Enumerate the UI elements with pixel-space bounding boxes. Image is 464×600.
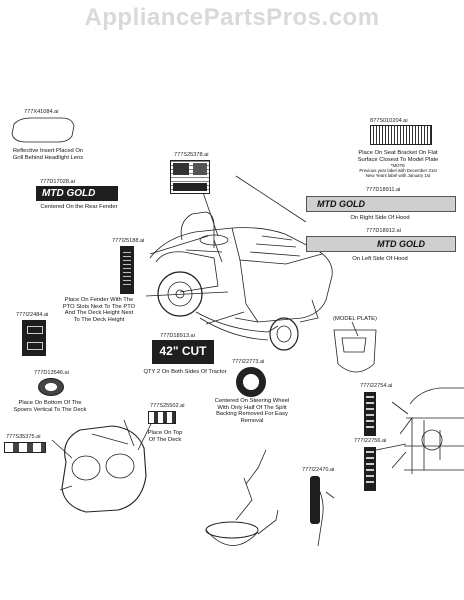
deck-top-decal xyxy=(148,411,176,424)
tractor-rear-view xyxy=(375,387,464,474)
caption-line: QTY 2 On Both Sides Of Tractor xyxy=(143,369,227,375)
reflective-insert-shape xyxy=(11,117,75,143)
caption-line: Place On Seat Bracket On Flat xyxy=(358,150,438,156)
mtd-gold-decal-rear-fender: MTD GOLD xyxy=(36,186,118,201)
caption-small-print: New Years label with January 1st xyxy=(365,173,431,179)
caption-line: And The Deck Height Next xyxy=(64,310,134,317)
part-number-777I22484: 777I22484.ai xyxy=(16,312,49,318)
part-number-777S25378: 777S25378.ai xyxy=(174,152,209,158)
caption-fender-pto: Place On Fender With The PTO Slots Next … xyxy=(38,297,160,323)
part-number-777S35375: 777S35375.ai xyxy=(6,434,41,440)
part-number-777I22754: 777I22754.ai xyxy=(360,383,393,389)
caption-line: Spoers Vertical To The Deck xyxy=(13,406,87,413)
mower-deck-illustration xyxy=(51,417,155,513)
watermark: AppliancePartsPros.com xyxy=(84,4,380,31)
caption-line: (MODEL PLATE) xyxy=(333,316,377,322)
logo-text: MTD GOLD xyxy=(317,199,365,209)
caption-small-print: Previous year label with December 31st xyxy=(359,168,437,174)
caption-right-hood: On Right Side Of Hood xyxy=(330,215,430,222)
mtd-gold-decal-left-hood: MTD GOLD xyxy=(306,236,456,252)
part-number-777I25188: 777I25188.ai xyxy=(112,238,145,244)
part-number-777I22773: 777I22773.ai xyxy=(232,359,265,365)
caption-line: To The Deck Height xyxy=(73,316,125,323)
decal-graphic xyxy=(27,326,43,334)
part-number-777D18912: 777D18912.ai xyxy=(366,228,401,234)
caption-line: On Left Side Of Hood xyxy=(352,256,408,262)
logo-text: MTD GOLD xyxy=(42,188,96,199)
part-number-777D18913: 777D18913.ai xyxy=(160,333,195,339)
caption-seat-bracket: Place On Seat Bracket On Flat Surface Cl… xyxy=(338,150,458,178)
caption-line: On Right Side Of Hood xyxy=(350,215,410,221)
caption-line: PTO Slots Next To The PTO xyxy=(62,303,136,310)
caption-model-plate: (MODEL PLATE) xyxy=(320,316,390,323)
caption-small-print: *MOTE xyxy=(390,163,406,169)
steering-wheel-illustration xyxy=(205,449,279,546)
leader-line xyxy=(205,311,245,325)
caption-line: Of The Deck xyxy=(148,436,182,443)
caption-deck-top: Place On Top Of The Deck xyxy=(140,430,190,443)
part-number-777D17028: 777D17028.ai xyxy=(40,179,75,185)
warning-pictogram xyxy=(173,163,189,175)
date-code-decal xyxy=(370,125,432,145)
leader-line xyxy=(149,235,209,255)
part-number-877S010204: 877S010204.ai xyxy=(370,118,408,124)
caption-line: Removal xyxy=(240,417,264,424)
part-number-777I22756: 777I22756.ai xyxy=(354,438,387,444)
caption-line: Place On Fender With The xyxy=(64,297,134,303)
caption-line: Backing Removed For Easy xyxy=(216,411,288,418)
decal-graphic xyxy=(366,451,374,487)
leader-line xyxy=(235,175,307,223)
indicator-decal-lower xyxy=(364,447,376,491)
steering-wheel-decal xyxy=(236,367,266,397)
warning-decal-seat xyxy=(170,160,210,194)
caption-reflective-insert: Reflective Insert Placed On Grill Behind… xyxy=(2,148,94,161)
caption-line: With Only Half Of The Split xyxy=(217,404,287,411)
part-number-777I22470: 777I22470.ai xyxy=(302,467,335,473)
indicator-decal-upper xyxy=(364,392,376,436)
caption-spoers: Place On Bottom Of The Spoers Vertical T… xyxy=(0,400,100,413)
warning-pictogram xyxy=(193,163,207,175)
caption-line: Place On Bottom Of The xyxy=(18,400,82,406)
caption-line: Centered On the Rear Fender xyxy=(40,204,118,210)
caption-rear-fender: Centered On the Rear Fender xyxy=(26,204,132,211)
part-number-777D13546: 777D13546.ai xyxy=(34,370,69,376)
caption-line: Place On Top xyxy=(147,430,183,436)
model-plate-bracket xyxy=(333,329,377,373)
mtd-gold-decal-right-hood: MTD GOLD xyxy=(306,196,456,212)
pto-deck-height-decal xyxy=(120,246,134,294)
warning-pictogram xyxy=(173,183,207,191)
decal-graphic xyxy=(366,396,374,432)
caption-line: Grill Behind Headlight Lens xyxy=(12,154,84,161)
tractor-illustration xyxy=(149,211,333,351)
part-number-777S25502: 777S25502.ai xyxy=(150,403,185,409)
caption-left-hood: On Left Side Of Hood xyxy=(330,256,430,263)
leader-line xyxy=(145,291,229,297)
logo-text: MTD GOLD xyxy=(377,239,425,249)
caption-line: Surface Closest To Model Plate xyxy=(357,156,439,163)
lever-decal xyxy=(310,476,320,524)
caption-line: Centered On Steering Wheel xyxy=(214,398,290,404)
decal-graphic xyxy=(123,252,131,288)
caption-line: Reflective Insert Placed On xyxy=(12,148,84,154)
42-cut-decal: 42" CUT xyxy=(152,340,214,364)
decal-graphic xyxy=(27,342,43,350)
control-decal xyxy=(22,320,46,356)
caption-steering-wheel: Centered On Steering Wheel With Only Hal… xyxy=(200,398,304,424)
spoers-decal xyxy=(38,378,64,396)
deck-warning-decal xyxy=(4,442,46,453)
part-number-777X41084: 777X41084.ai xyxy=(24,109,59,115)
part-number-777D18911: 777D18911.ai xyxy=(366,187,401,193)
decal-text: 42" CUT xyxy=(159,344,207,358)
caption-42-cut: QTY 2 On Both Sides Of Tractor xyxy=(130,369,240,376)
